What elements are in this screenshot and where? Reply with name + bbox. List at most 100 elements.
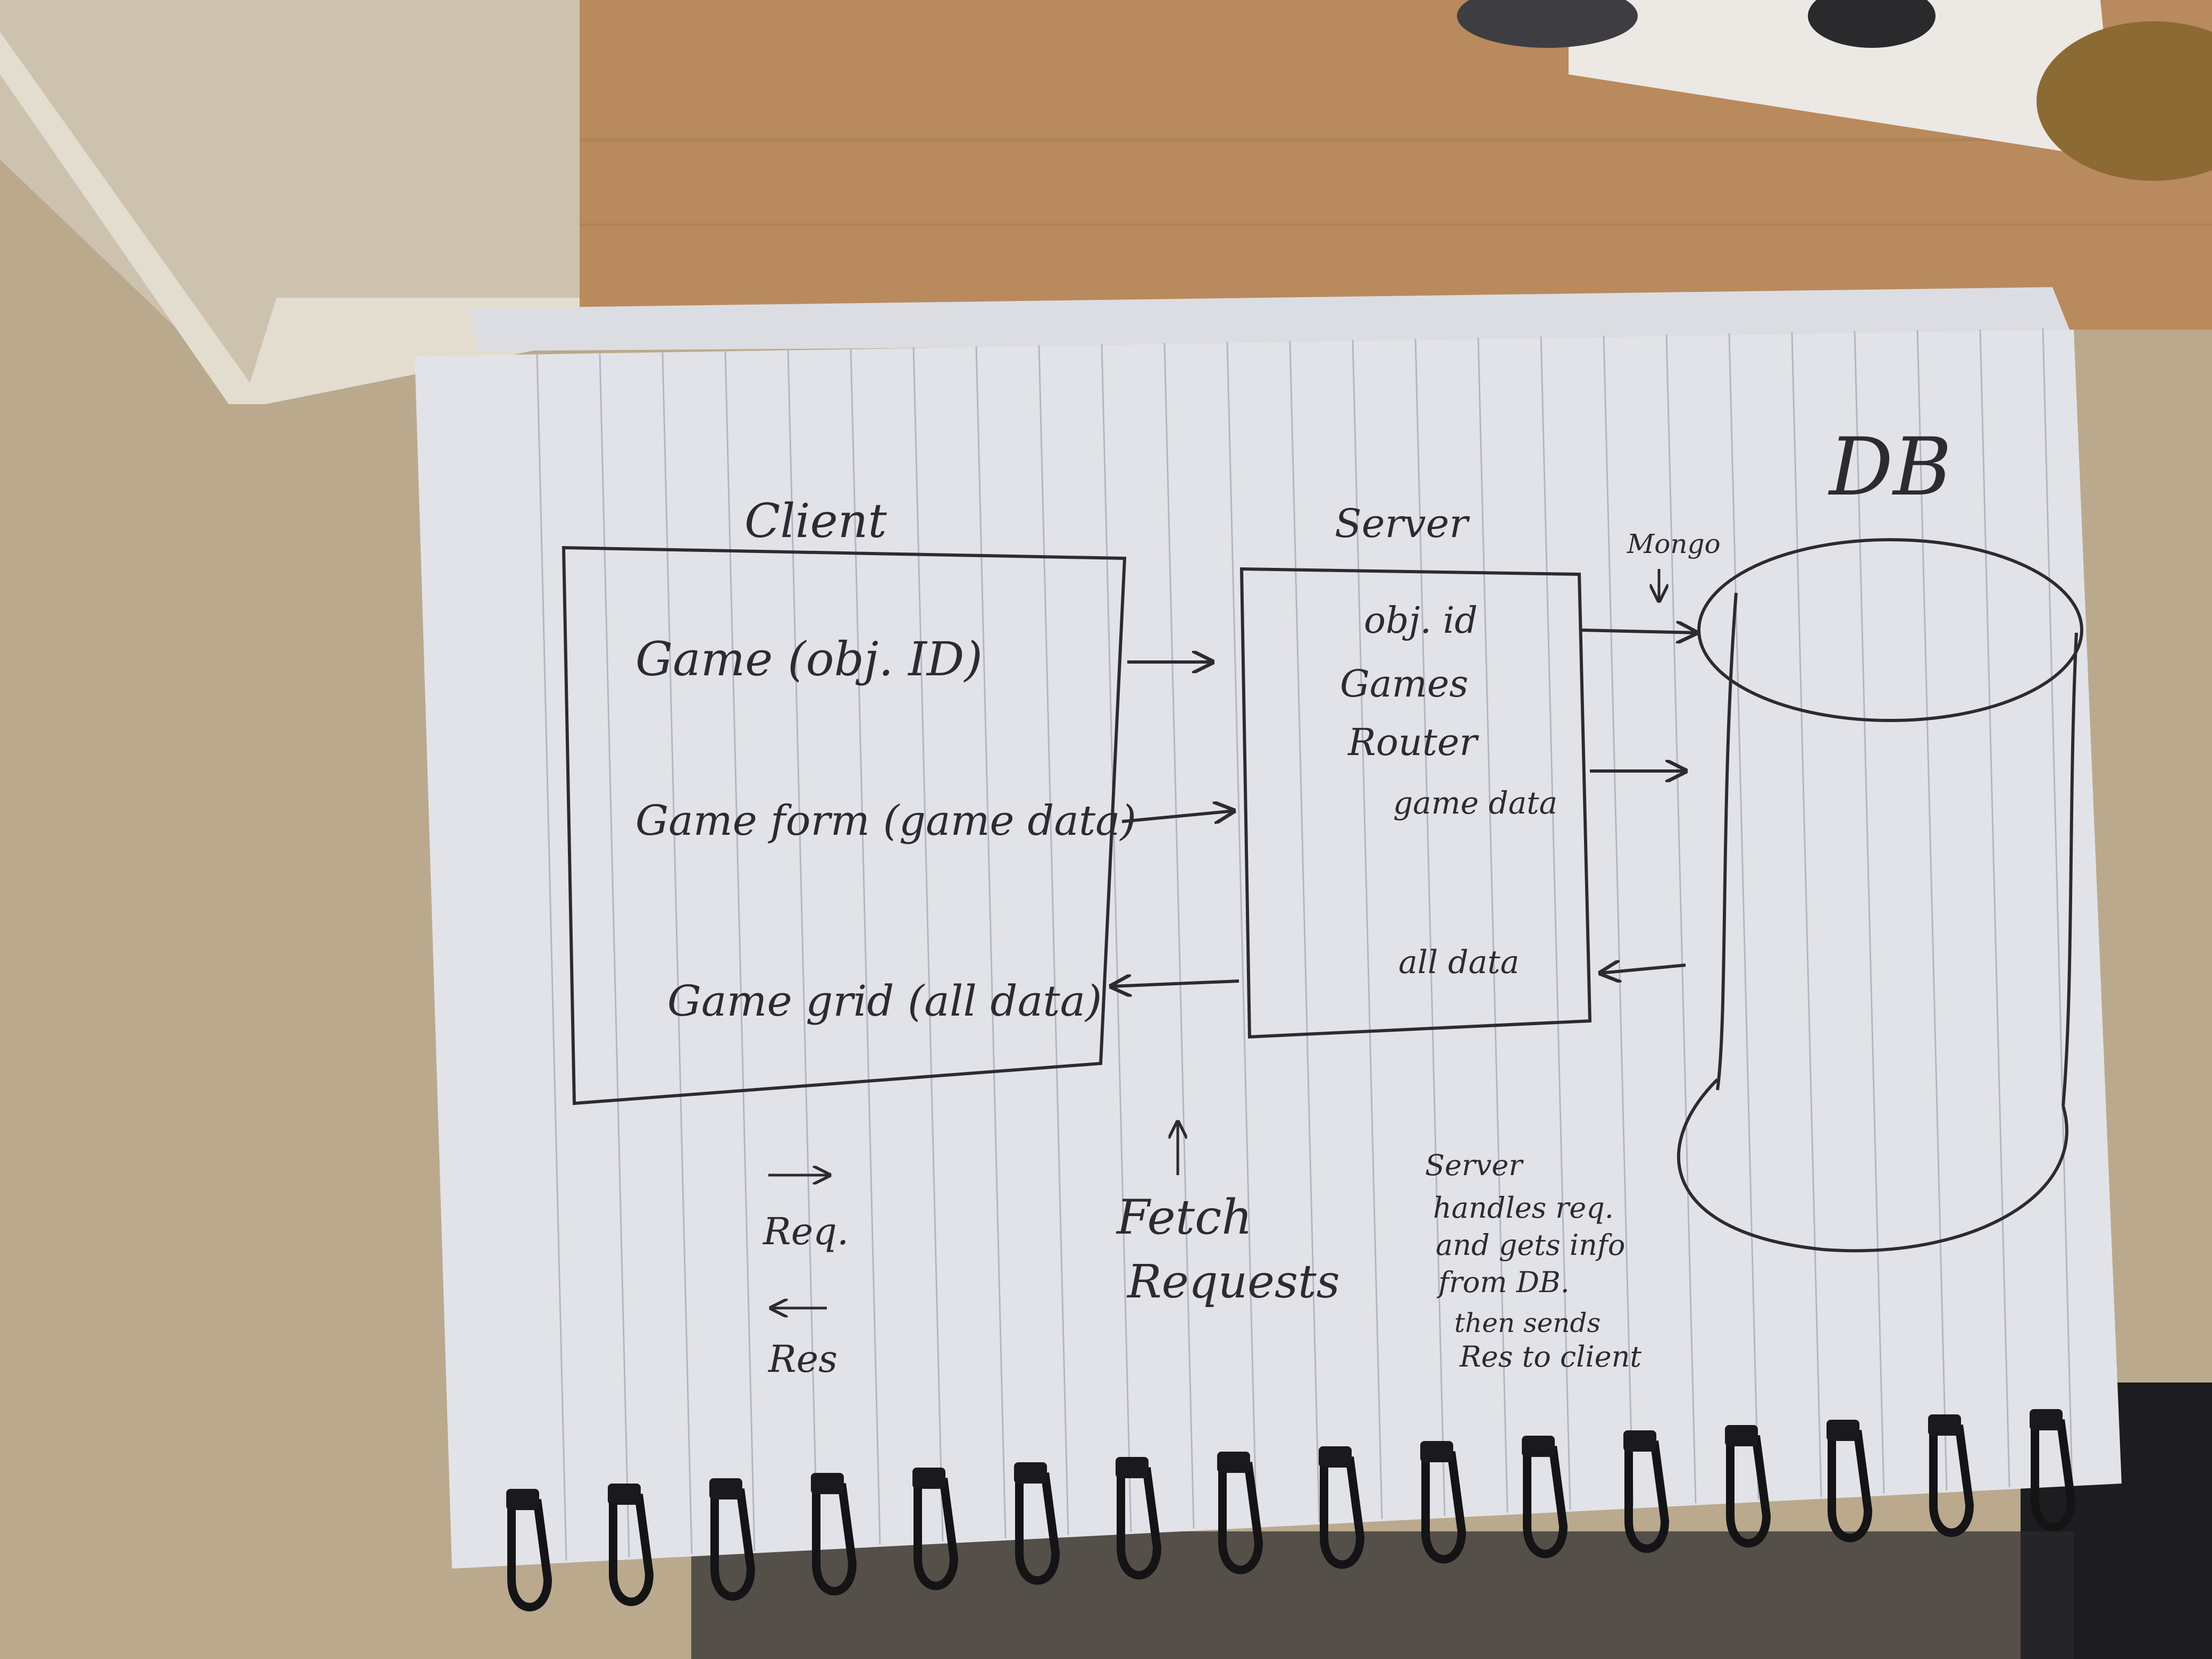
ruled-line: [1352, 339, 1383, 1520]
ruled-line: [850, 348, 881, 1545]
binding-hole: [1116, 1457, 1149, 1478]
paper-back-sheet: [468, 287, 2074, 351]
binding-hole: [1826, 1420, 1859, 1441]
server-games: Games: [1340, 662, 1468, 706]
spiral-ring: [1828, 1429, 1873, 1543]
spiral-ring: [609, 1493, 654, 1606]
client-box: [562, 546, 1127, 1105]
binding-hole: [1420, 1441, 1453, 1462]
ruled-line: [975, 346, 1007, 1539]
tape-roll: [1457, 0, 1638, 48]
binding-hole: [2030, 1409, 2063, 1430]
ruled-line: [2042, 328, 2073, 1485]
desk-grain-2: [580, 223, 2212, 226]
binding-hole: [506, 1489, 539, 1510]
ruled-line: [599, 352, 630, 1558]
ruled-line: [787, 349, 818, 1548]
ruled-line: [912, 347, 944, 1542]
db-cylinder-bottom: [1677, 1078, 2068, 1253]
server-all-data: all data: [1398, 944, 1519, 981]
spiral-ring: [1117, 1467, 1162, 1580]
spiral-ring: [507, 1498, 552, 1612]
requests-label: Requests: [1126, 1255, 1340, 1309]
disc-object: [1808, 0, 1936, 48]
arrow-db-to-all-data: [1601, 965, 1686, 973]
binding-hole: [1928, 1414, 1961, 1436]
ruled-line: [661, 351, 693, 1555]
binding-hole: [1014, 1462, 1047, 1484]
ruled-line: [1791, 332, 1822, 1497]
ruled-line: [1289, 340, 1320, 1523]
server-note-line: handles req.: [1433, 1191, 1614, 1225]
server-box: [1239, 567, 1592, 1039]
ruled-line: [1226, 341, 1258, 1526]
arrow-form-to-server: [1121, 811, 1234, 822]
server-obj-id: obj. id: [1364, 600, 1478, 642]
spiral-binding: [506, 1409, 2076, 1612]
spiral-ring: [1320, 1456, 1365, 1569]
spiral-ring: [1421, 1451, 1467, 1564]
ruled-line: [1916, 330, 1948, 1491]
arrow-obj-id-to-db: [1581, 630, 1696, 633]
ruled-line: [1540, 336, 1571, 1510]
server-note-line: and gets info: [1436, 1228, 1625, 1262]
ruled-line: [1854, 331, 1885, 1494]
ruled-line: [1728, 333, 1759, 1501]
gold-cup: [2037, 21, 2212, 181]
binding-hole: [709, 1478, 742, 1499]
spiral-ring: [1929, 1424, 1974, 1537]
spiral-ring: [1523, 1445, 1568, 1559]
spiral-ring: [1726, 1435, 1771, 1548]
server-router: Router: [1347, 720, 1479, 764]
spiral-ring: [2031, 1419, 2076, 1532]
ruled-line: [1038, 345, 1069, 1536]
server-note-line: Server: [1425, 1149, 1524, 1182]
spiral-ring: [812, 1482, 857, 1596]
binding-hole: [608, 1484, 641, 1505]
res-label: Res: [767, 1337, 837, 1381]
db-cylinder-top: [1697, 538, 2083, 722]
baseboard-trim: [0, 32, 585, 404]
binding-hole: [1319, 1446, 1352, 1468]
notebook-page: [415, 330, 2122, 1569]
client-game-component: Game (obj. ID): [635, 632, 983, 686]
spiral-ring: [1218, 1461, 1263, 1574]
feet-shadow: [691, 1531, 2074, 1659]
arrow-server-to-grid: [1111, 981, 1239, 986]
binding-hole: [1217, 1452, 1250, 1473]
spiral-ring: [710, 1488, 756, 1601]
binding-hole: [1623, 1430, 1656, 1452]
client-game-form-component: Game form (game data): [635, 797, 1136, 845]
ruled-line: [1477, 337, 1509, 1513]
client-title: Client: [744, 493, 887, 548]
binding-hole: [912, 1468, 945, 1489]
fetch-label: Fetch: [1116, 1189, 1252, 1245]
ruled-line: [1603, 335, 1634, 1507]
server-explanation-note: Server handles req. and gets info from D…: [1425, 1149, 1641, 1373]
db-cylinder-body: [1716, 592, 2078, 1107]
spiral-ring: [914, 1477, 959, 1590]
db-title: DB: [1828, 421, 1952, 514]
ruled-line: [1979, 329, 2010, 1488]
server-game-data: game data: [1393, 785, 1557, 821]
ruled-line: [1414, 338, 1446, 1516]
client-game-grid-component: Game grid (all data): [667, 976, 1102, 1026]
card-on-desk: [1569, 0, 2116, 160]
server-note-line: then sends: [1454, 1308, 1601, 1338]
ruled-lines: [536, 328, 2073, 1561]
req-label: Req.: [762, 1210, 849, 1253]
server-note-line: from DB.: [1436, 1266, 1570, 1299]
spiral-ring: [1015, 1472, 1060, 1585]
binding-hole: [1725, 1425, 1758, 1446]
mongo-label: Mongo: [1627, 529, 1721, 559]
ruled-line: [536, 353, 567, 1561]
server-note-line: Res to client: [1459, 1340, 1641, 1373]
binding-hole: [811, 1473, 844, 1494]
baseboard-wall: [0, 0, 585, 393]
ruled-line: [1101, 343, 1132, 1532]
desk-grain: [580, 138, 2212, 141]
ruled-line: [1665, 334, 1697, 1504]
binding-hole: [1522, 1436, 1555, 1457]
server-title: Server: [1335, 501, 1470, 547]
